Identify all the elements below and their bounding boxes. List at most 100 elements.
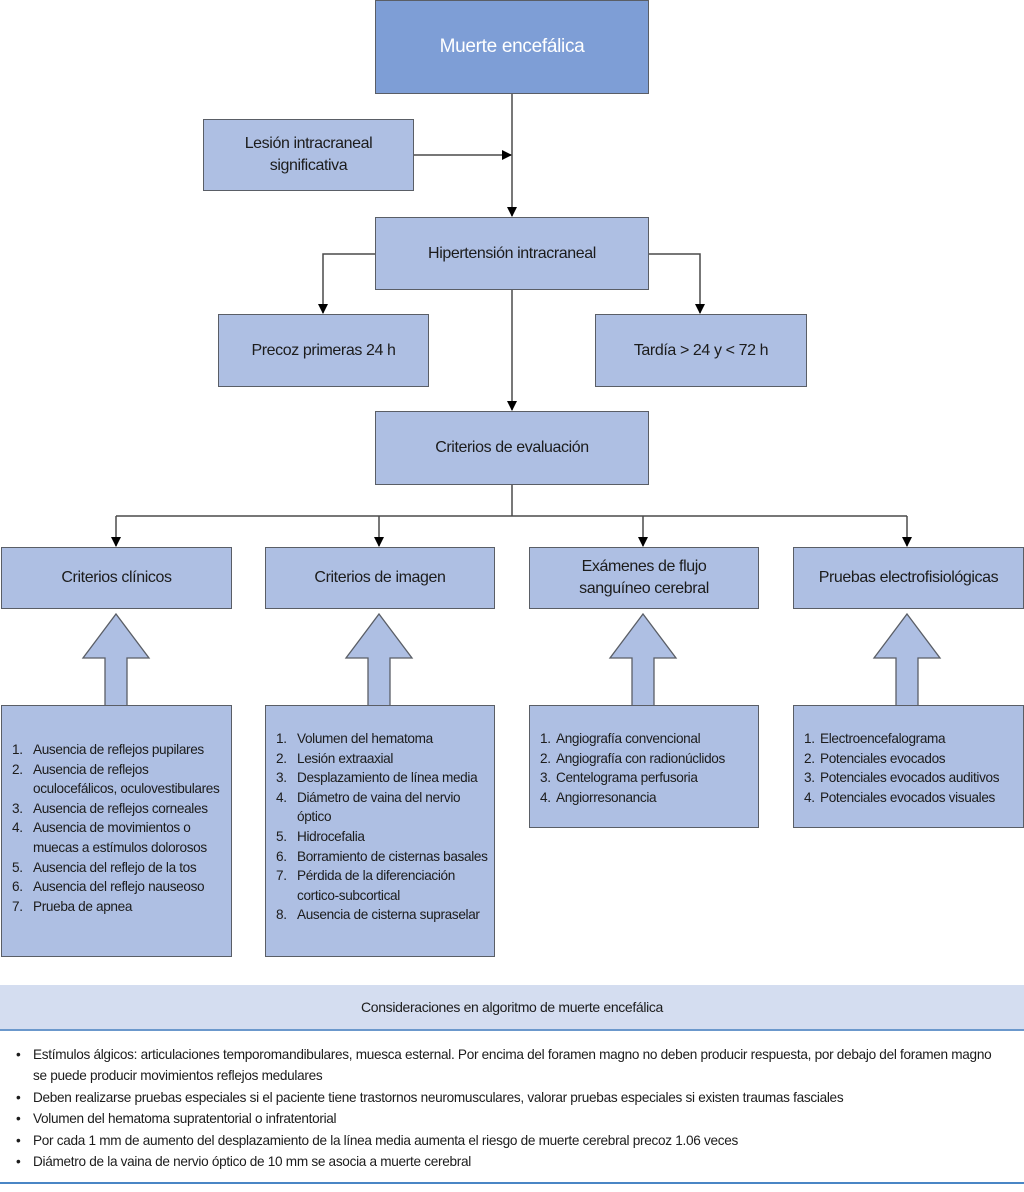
list-item-number: 1. [12, 742, 23, 757]
considerations-title: Consideraciones en algoritmo de muerte e… [361, 999, 663, 1015]
list-item-number: 1. [804, 731, 815, 746]
consideration-item: •Deben realizarse pruebas especiales si … [16, 1087, 1006, 1108]
list-item-number: 8. [276, 907, 287, 923]
bullet-icon: • [16, 1132, 21, 1148]
list-item-number: 3. [540, 770, 551, 786]
consideration-text: Volumen del hematoma supratentorial o in… [33, 1111, 337, 1127]
category-imaging: Criterios de imagen [265, 547, 495, 609]
list-item: 1. Electroencefalograma [804, 729, 1017, 749]
node-intracranial-hypertension-label: Hipertensión intracraneal [428, 244, 596, 262]
list-item: 1. Ausencia de reflejos pupilares [12, 740, 223, 760]
list-item: 7. Prueba de apnea [12, 897, 223, 917]
node-intracranial-hypertension: Hipertensión intracraneal [375, 217, 649, 290]
list-item: 1. Volumen del hematoma [276, 729, 488, 749]
list-item-text: Angiografía con radionúclidos [556, 750, 725, 766]
list-item: 2.Angiografía con radionúclidos [540, 749, 752, 769]
list-item-number: 6. [12, 879, 23, 895]
consideration-text: Por cada 1 mm de aumento del desplazamie… [33, 1132, 738, 1148]
list-item-text: Ausencia de cisterna supraselar [297, 907, 480, 923]
list-item: 6. Ausencia del reflejo nauseoso [12, 877, 223, 897]
list-item: 1. Angiografía convencional [540, 729, 752, 749]
list-item-text: Prueba de apnea [33, 898, 133, 914]
list-item-number: 2. [804, 750, 815, 766]
list-item-number: 7. [276, 868, 287, 884]
list-item: 5. Hidrocefalia [276, 827, 488, 847]
consideration-item: • Por cada 1 mm de aumento del desplazami… [16, 1130, 1006, 1151]
bullet-icon: • [16, 1047, 21, 1062]
list-bloodflow: 1. Angiografía convencional 2.Angiografía … [529, 705, 759, 828]
list-item-text: Ausencia de reflejos pupilares [33, 742, 204, 757]
list-item-text: Electroencefalograma [820, 731, 946, 746]
list-item: 3.Desplazamiento de línea media [276, 768, 488, 788]
list-item: 3. Centelograma perfusoria [540, 768, 752, 788]
list-item: 6.Borramiento de cisternas basales [276, 847, 488, 867]
list-item-text: Pérdida de la diferenciación cortico-sub… [297, 868, 455, 903]
list-item-text: Centelograma perfusoria [556, 770, 698, 786]
up-arrow-clinical [81, 612, 151, 707]
list-item: 7. Pérdida de la diferenciación cortico-s… [276, 866, 488, 905]
list-item-number: 4. [276, 789, 287, 805]
list-item-number: 4. [12, 820, 23, 836]
list-item-number: 3. [12, 800, 23, 816]
list-item-text: Angiorresonancia [556, 789, 657, 805]
category-bloodflow: Exámenes de flujo sanguíneo cerebral [529, 547, 759, 609]
list-bloodflow-items: 1. Angiografía convencional 2.Angiografía … [540, 729, 752, 807]
list-item-number: 4. [804, 789, 815, 805]
list-item-number: 6. [276, 848, 287, 864]
list-item-text: Potenciales evocados auditivos [820, 770, 1000, 786]
category-clinical: Criterios clínicos [1, 547, 232, 609]
list-item: 5.Ausencia del reflejo de la tos [12, 858, 223, 878]
up-arrow-electro [872, 612, 942, 707]
list-item: 8. Ausencia de cisterna supraselar [276, 905, 488, 925]
list-item-number: 2. [276, 750, 287, 766]
consideration-text: Estímulos álgicos: articulaciones tempor… [33, 1047, 992, 1084]
consideration-text: Diámetro de la vaina de nervio óptico de… [33, 1154, 471, 1170]
category-electro-label: Pruebas electrofisiológicas [818, 569, 999, 586]
list-item-number: 5. [276, 828, 287, 844]
list-item: 4. Ausencia de movimientos o muecas a est… [12, 818, 223, 857]
list-item-number: 7. [12, 898, 23, 914]
list-item-text: Lesión extraaxial [297, 750, 394, 766]
category-electro: Pruebas electrofisiológicas [793, 547, 1024, 609]
root-node-brain-death: Muerte encefálica [375, 0, 649, 94]
list-item-text: Ausencia de movimientos o muecas a estím… [33, 820, 207, 855]
node-intracranial-lesion-label: Lesión intracraneal significativa [244, 135, 373, 174]
list-item-text: Angiografía convencional [556, 731, 701, 746]
list-item-number: 1. [540, 731, 551, 746]
list-item-text: Desplazamiento de línea media [297, 770, 478, 786]
list-item: 4.Potenciales evocados visuales [804, 788, 1017, 808]
list-item-number: 4. [540, 789, 551, 805]
consideration-item: • Estímulos álgicos: articulaciones tempo… [16, 1044, 1006, 1087]
list-item-number: 5. [12, 859, 23, 875]
node-evaluation-criteria: Criterios de evaluación [375, 411, 649, 485]
list-item: 2. Lesión extraaxial [276, 749, 488, 769]
bullet-icon: • [16, 1154, 21, 1170]
consideration-text: Deben realizarse pruebas especiales si e… [33, 1089, 844, 1105]
list-item-text: Hidrocefalia [297, 828, 365, 844]
node-late-label: Tardía > 24 y < 72 h [633, 341, 769, 359]
list-item: 3.Potenciales evocados auditivos [804, 768, 1017, 788]
list-item: 4. Angiorresonancia [540, 788, 752, 808]
list-item-text: Ausencia de reflejos corneales [33, 800, 208, 816]
node-early-label: Precoz primeras 24 h [251, 341, 396, 359]
category-bloodflow-label: Exámenes de flujo sanguíneo cerebral [579, 558, 709, 597]
considerations-list: • Estímulos álgicos: articulaciones tempo… [16, 1044, 1006, 1172]
consideration-item: •Volumen del hematoma supratentorial o i… [16, 1108, 1006, 1129]
node-intracranial-lesion: Lesión intracraneal significativa [203, 119, 414, 191]
list-item: 2.Potenciales evocados [804, 749, 1017, 769]
list-item-number: 2. [12, 761, 23, 777]
list-item-text: Volumen del hematoma [297, 731, 433, 746]
list-item-text: Ausencia del reflejo nauseoso [33, 879, 205, 895]
list-imaging: 1. Volumen del hematoma 2. Lesión extraaxia… [265, 705, 495, 957]
root-node-label: Muerte encefálica [439, 36, 585, 57]
node-evaluation-criteria-label: Criterios de evaluación [435, 439, 589, 456]
up-arrow-imaging [344, 612, 414, 707]
list-item-number: 1. [276, 731, 287, 746]
list-item: 4.Diámetro de vaina del nervio óptico [276, 788, 488, 827]
list-item: 2.Ausencia de reflejos oculocefálicos, o… [12, 760, 223, 799]
